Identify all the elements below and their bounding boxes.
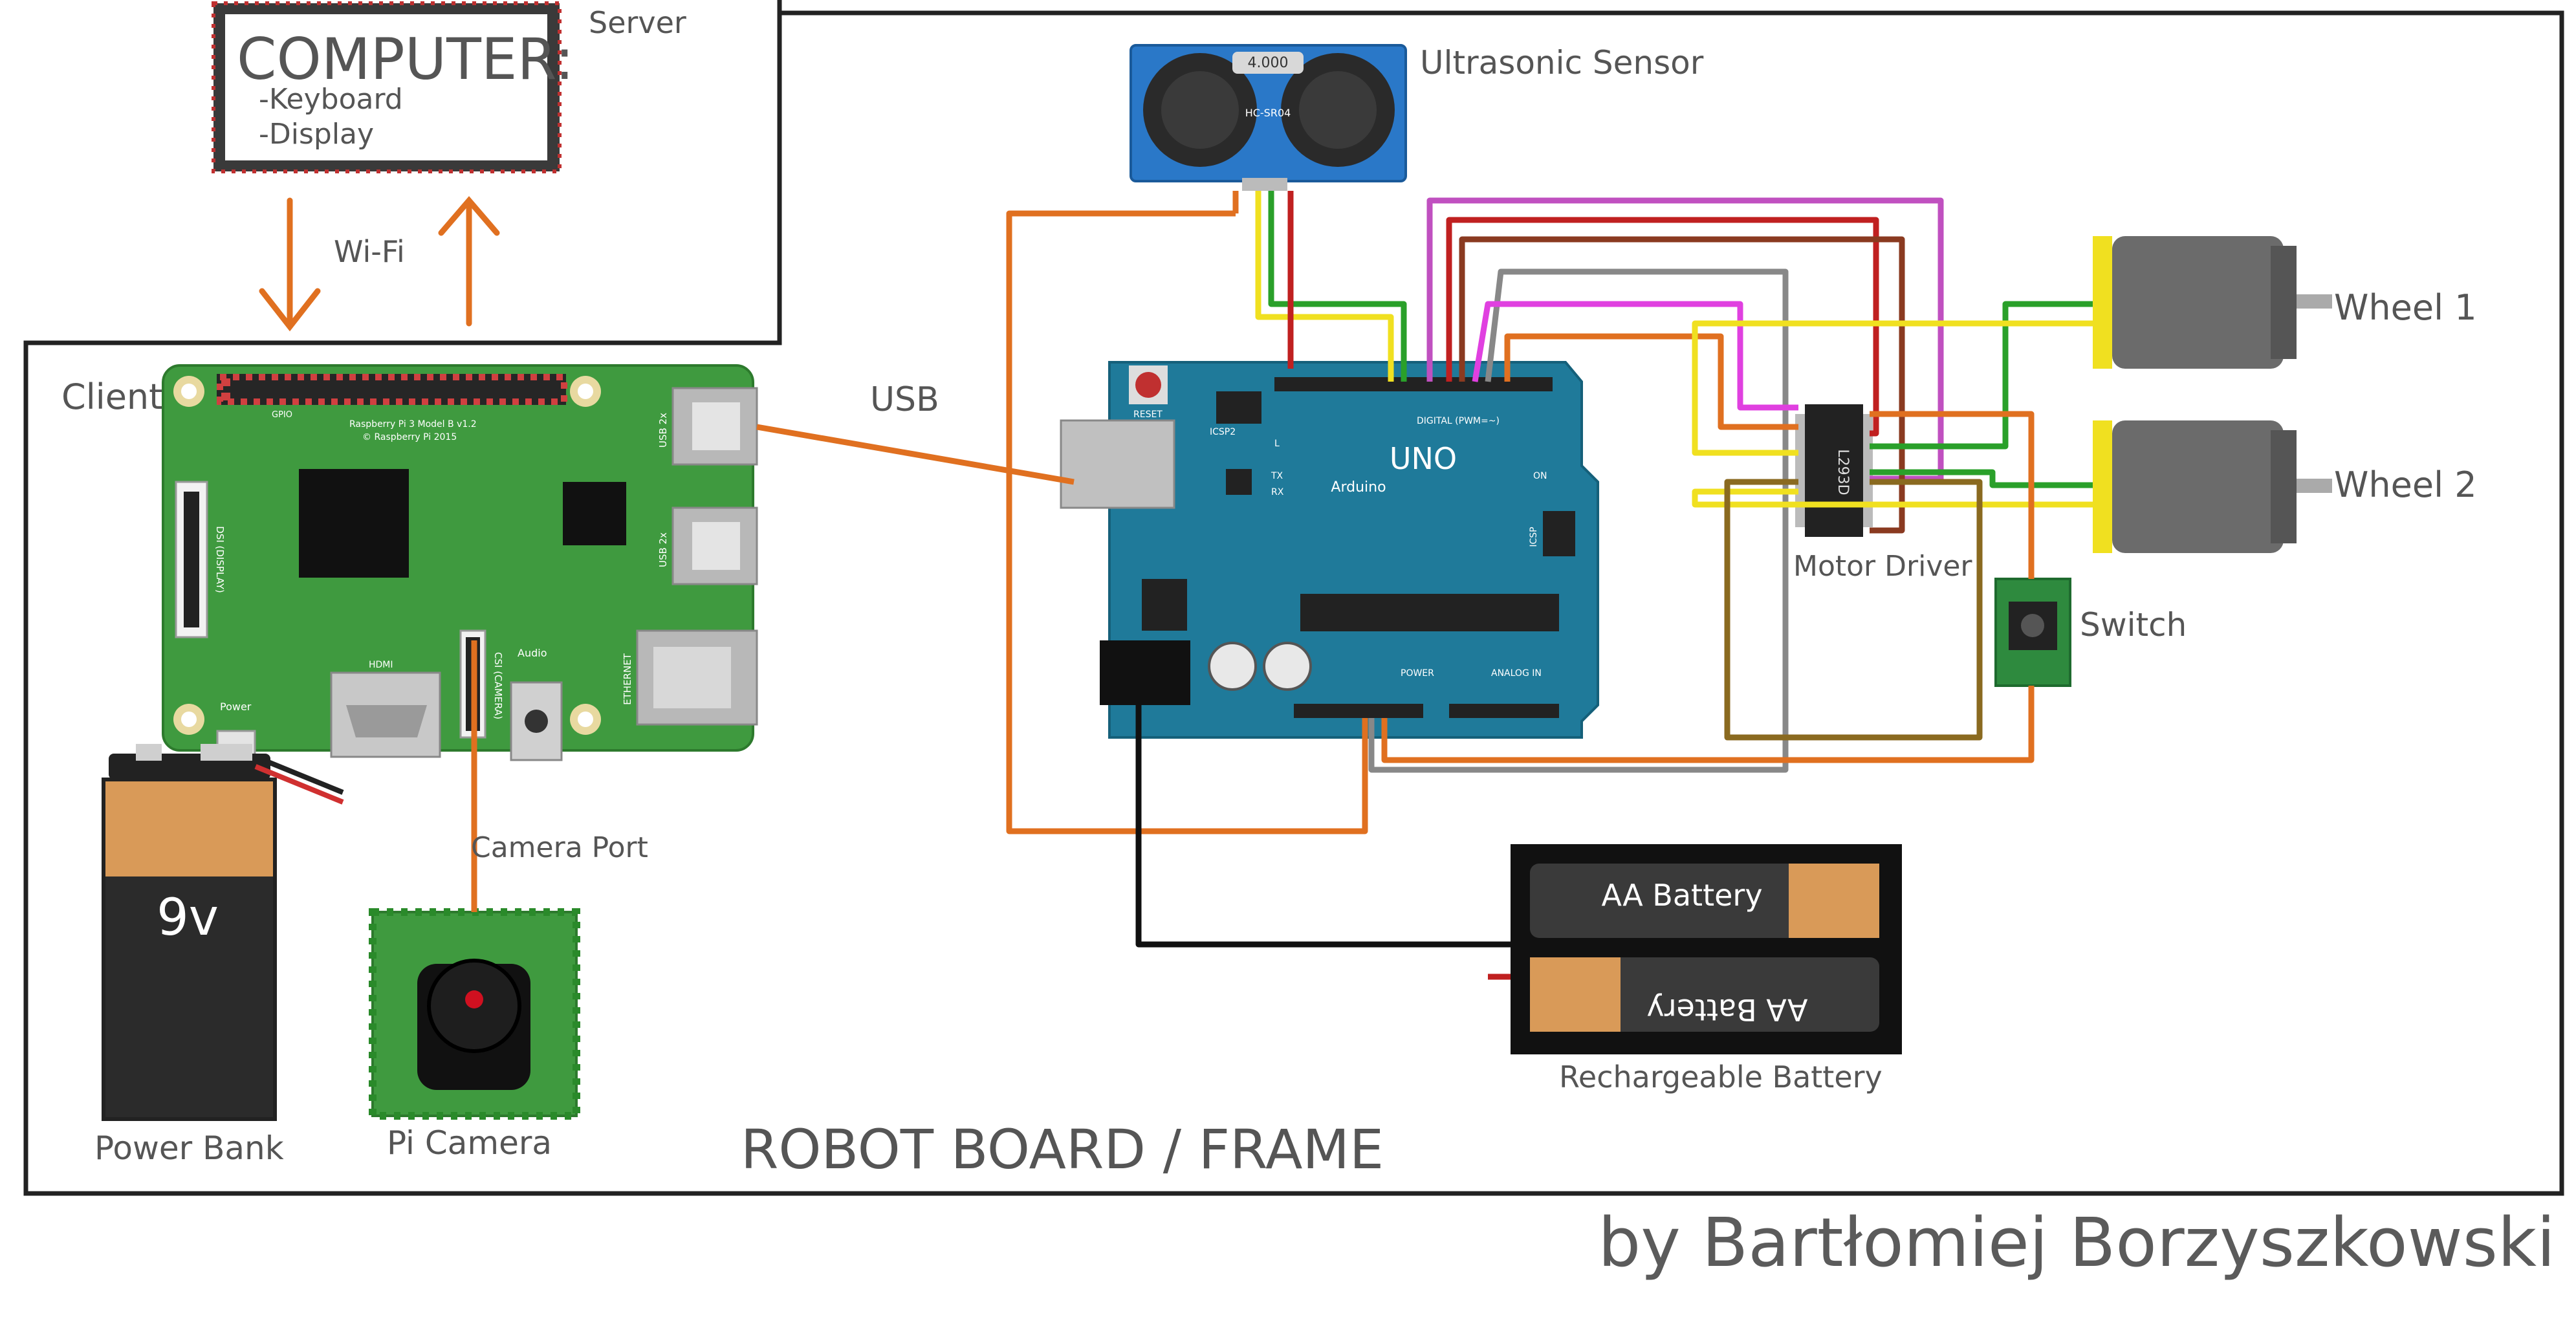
arduino-brand-text: Arduino: [1331, 479, 1386, 495]
csi-text: CSI (CAMERA): [492, 652, 504, 719]
audio-text: Audio: [518, 647, 547, 659]
usb-label: USB: [870, 380, 939, 419]
reset-text: RESET: [1133, 409, 1162, 420]
pi-camera-module: [369, 908, 580, 1120]
motor-driver-label: Motor Driver: [1793, 550, 1972, 583]
icsp-text: ICSP: [1529, 527, 1539, 547]
rpi-copyright-text: © Raspberry Pi 2015: [362, 432, 457, 442]
server-frame: [23, 0, 2564, 1196]
wheel-2-motor: [2093, 420, 2332, 553]
battery-9v-text: 9v: [157, 889, 219, 947]
aa-battery-top-text: AA Battery: [1601, 878, 1762, 913]
computer-keyboard-label: -Keyboard: [259, 83, 403, 116]
power-bank-label: Power Bank: [94, 1129, 284, 1167]
switch-label: Switch: [2080, 606, 2187, 644]
rx-text: RX: [1271, 487, 1284, 497]
computer-title: COMPUTER:: [237, 26, 574, 93]
rechargeable-battery-label: Rechargeable Battery: [1559, 1060, 1883, 1094]
arduino-uno-text: UNO: [1390, 441, 1457, 476]
wires: [471, 191, 2093, 980]
author-credit: by Bartłomiej Borzyszkowski: [1598, 1203, 2555, 1282]
wheel-2-label: Wheel 2: [2334, 464, 2477, 505]
computer-display: [212, 1, 562, 173]
l-text: L: [1274, 439, 1280, 449]
computer-display-label: -Display: [259, 118, 375, 151]
rpi-model-text: Raspberry Pi 3 Model B v1.2: [349, 419, 477, 430]
wheel-1-motor: [2093, 236, 2332, 369]
wheel-1-label: Wheel 1: [2334, 287, 2477, 328]
digital-text: DIGITAL (PWM=~): [1417, 416, 1500, 426]
wifi-arrows: [259, 196, 500, 332]
wifi-label: Wi-Fi: [334, 234, 405, 269]
ultrasonic-sensor-device: [1130, 44, 1407, 191]
rpi-gpio-text: GPIO: [272, 410, 292, 420]
sensor-model-text: HC-SR04: [1245, 107, 1291, 119]
power-text: Power: [220, 701, 252, 713]
dsi-text: DSI (DISPLAY): [214, 526, 226, 593]
robot-board-title: ROBOT BOARD / FRAME: [741, 1118, 1384, 1181]
analog-in-text: ANALOG IN: [1491, 668, 1542, 679]
pi-camera-label: Pi Camera: [387, 1124, 552, 1162]
tx-text: TX: [1271, 471, 1283, 481]
ic-code-text: L293D: [1835, 449, 1851, 495]
raspberry-pi-board: [162, 364, 758, 761]
power-header-text: POWER: [1401, 668, 1434, 679]
power-bank-battery: [102, 744, 277, 1121]
icsp2-text: ICSP2: [1210, 427, 1236, 437]
usb-2x-top-text: USB 2x: [657, 413, 669, 448]
usb-2x-bottom-text: USB 2x: [657, 532, 669, 567]
hdmi-text: HDMI: [369, 660, 393, 670]
ultrasonic-sensor-label: Ultrasonic Sensor: [1420, 44, 1704, 82]
arduino-uno-board: [1060, 361, 1599, 739]
ethernet-text: ETHERNET: [622, 653, 633, 705]
client-label: Client: [61, 376, 163, 417]
aa-battery-bottom-text: AA Battery: [1646, 992, 1807, 1027]
sensor-crystal-text: 4.000: [1248, 55, 1289, 71]
power-leads: [254, 754, 344, 805]
on-text: ON: [1533, 471, 1547, 481]
server-label: Server: [589, 5, 686, 40]
aa-battery-pack: [1511, 844, 1902, 1054]
motor-driver-ic: [1795, 404, 1873, 537]
camera-port-label: Camera Port: [471, 831, 648, 864]
switch-device: [1994, 578, 2071, 687]
